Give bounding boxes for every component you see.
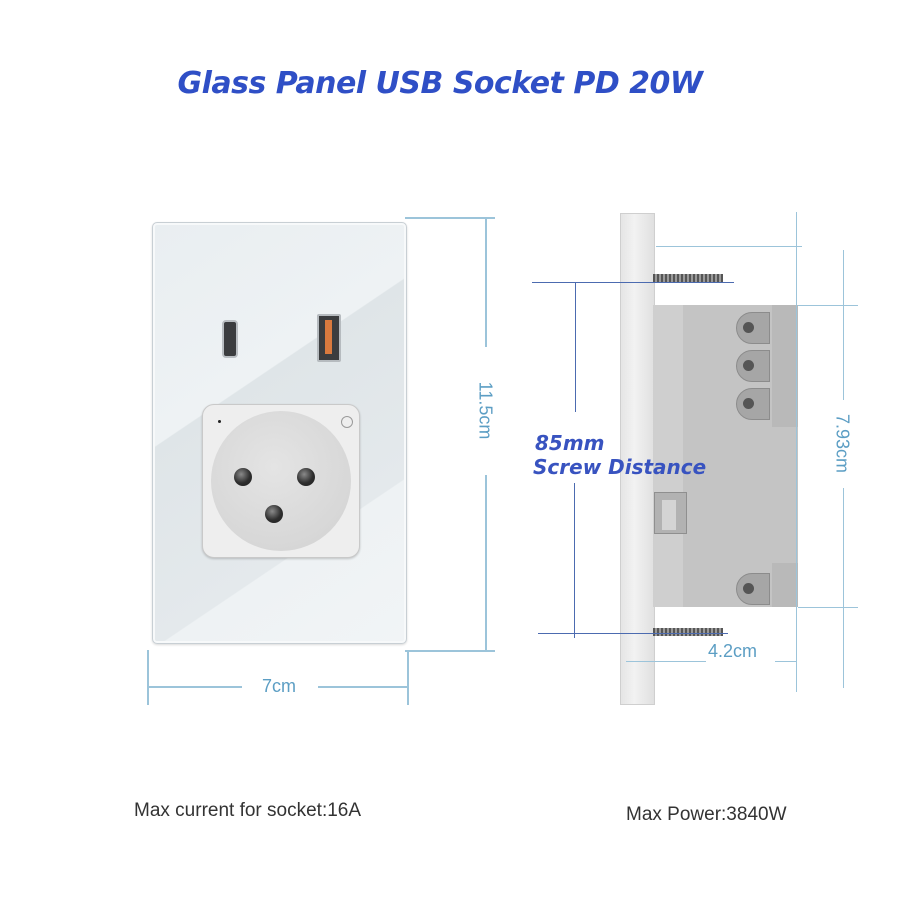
screw-bottom-icon [653,628,723,636]
dim-line-depth-left [626,661,706,662]
socket-pin-earth [265,505,283,523]
dim-line-body-lower [843,488,844,688]
screw-line-vertical-upper [575,282,576,412]
dim-tick-right [407,650,409,705]
mounting-clip-inner [662,500,676,530]
body-height-dimension: 7.93cm [832,413,853,474]
dim-line-depth-top [656,246,802,247]
dim-tick-body-top [798,305,858,306]
dim-tick-body-bottom [798,607,858,608]
terminal-hole-icon [743,583,754,594]
height-dimension: 11.5cm [475,381,496,440]
indicator-dot [218,420,221,423]
max-power-spec: Max Power:3840W [626,804,787,825]
dim-line-height-upper [485,217,487,347]
screw-line-top [532,282,734,283]
usb-c-port-icon [222,320,238,358]
side-plate [620,213,655,705]
socket-pin-left [234,468,252,486]
dim-line-width-left [147,686,242,688]
three-pin-socket-icon [211,411,351,551]
screw-distance-label: Screw Distance [533,455,707,479]
dim-line-width-right [318,686,408,688]
terminal-hole-icon [743,360,754,371]
socket-pin-right [297,468,315,486]
dim-line-depth-vertical [796,212,797,692]
usb-a-tongue [325,320,332,354]
dim-line-depth-right [775,661,797,662]
screw-top-icon [653,274,723,282]
indicator-ring [341,416,353,428]
screw-distance-value: 85mm [535,431,605,455]
terminal-hole-icon [743,398,754,409]
dim-line-body-upper [843,250,844,400]
dim-tick-top [405,217,495,219]
dim-tick-left [147,650,149,705]
socket-body-shade [653,305,683,607]
dim-line-height-lower [485,475,487,652]
max-current-spec: Max current for socket:16A [134,800,362,821]
terminal-hole-icon [743,322,754,333]
width-dimension: 7cm [261,676,296,696]
page-title: Glass Panel USB Socket PD 20W [177,66,703,101]
depth-dimension: 4.2cm [708,641,758,661]
terminal-block-lower [772,563,798,607]
dim-tick-bottom [405,650,495,652]
screw-line-bottom [538,633,728,634]
screw-line-vertical-lower [574,483,575,638]
terminal-block-upper [772,305,798,427]
